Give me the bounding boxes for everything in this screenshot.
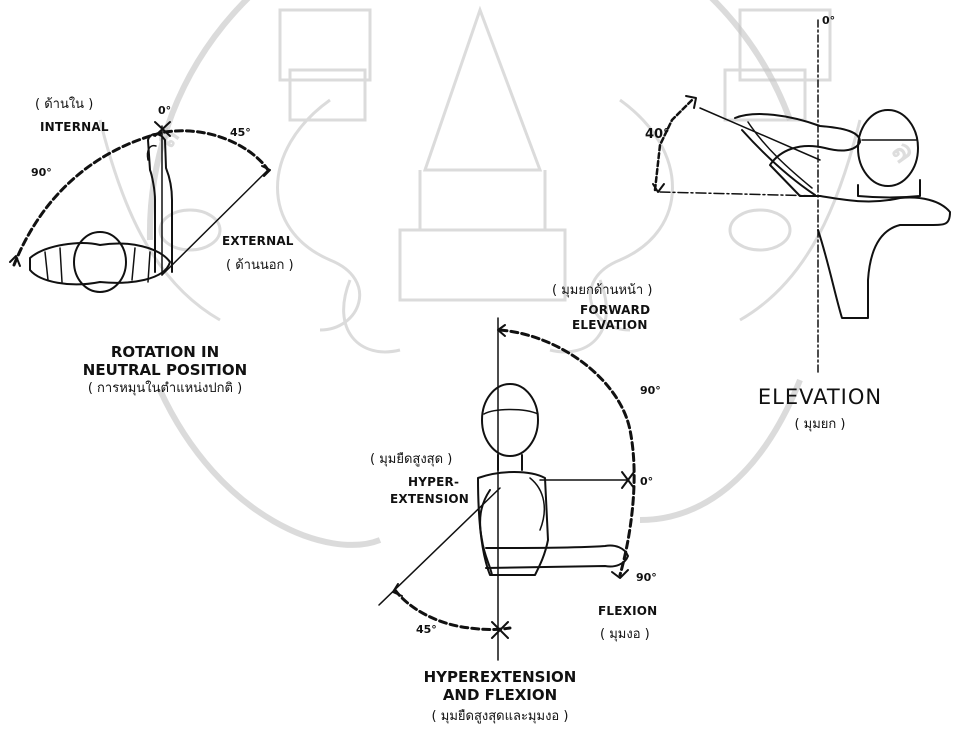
elevation-title: ELEVATION [730, 385, 910, 409]
flexion-zero-degree-label: 0° [640, 475, 653, 488]
elevation-figure [653, 20, 950, 375]
elevation-40-degree-label: 40° [645, 127, 670, 142]
elevation-title-thai: ( มุมยก ) [730, 417, 910, 432]
forward-label: FORWARD [580, 303, 650, 317]
rotation-zero-degree-label: 0° [158, 104, 171, 117]
external-thai-label: ( ด้านนอก ) [226, 258, 294, 273]
flexion-90-top-degree-label: 90° [640, 384, 661, 397]
flexion-title-thai: ( มุมยืดสูงสุดและมุมงอ ) [380, 709, 620, 724]
internal-label: INTERNAL [40, 120, 109, 134]
flexion-90-bottom-degree-label: 90° [636, 571, 657, 584]
flexion-title-line1: HYPEREXTENSION [380, 668, 620, 686]
hyperextension-45-degree-label: 45° [416, 623, 437, 636]
forward-elevation-thai-label: ( มุมยกด้านหน้า ) [552, 283, 652, 298]
rotation-45-degree-label: 45° [230, 126, 251, 139]
hyper-label: HYPER- [408, 475, 459, 489]
rotation-title-thai: ( การหมุนในตำแหน่งปกติ ) [25, 381, 305, 396]
elevation-label: ELEVATION [572, 318, 648, 332]
rotation-90-degree-label: 90° [31, 166, 52, 179]
internal-thai-label: ( ด้านใน ) [35, 97, 93, 112]
extension-label: EXTENSION [390, 492, 469, 506]
hyperextension-thai-label: ( มุมยืดสูงสุด ) [370, 452, 452, 467]
flexion-thai-label: ( มุมงอ ) [600, 627, 650, 642]
flexion-label: FLEXION [598, 604, 657, 618]
flexion-title-line2: AND FLEXION [380, 686, 620, 704]
flexion-figure [379, 318, 634, 660]
rotation-title-line1: ROTATION IN [25, 343, 305, 361]
elevation-zero-degree-label: 0° [822, 14, 835, 27]
external-label: EXTERNAL [222, 234, 294, 248]
rotation-title-line2: NEUTRAL POSITION [25, 361, 305, 379]
